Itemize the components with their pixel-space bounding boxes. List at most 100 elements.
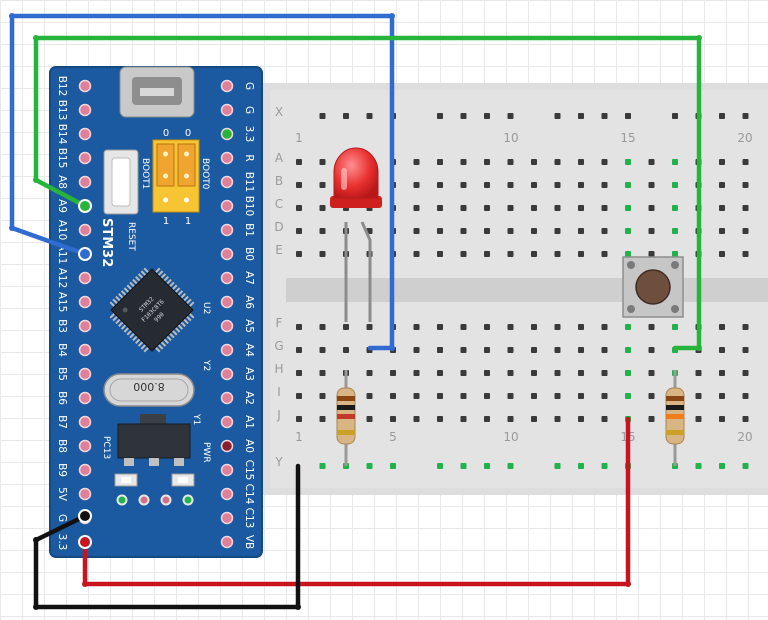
rail-hole[interactable]: [319, 463, 326, 469]
breadboard-hole[interactable]: [413, 251, 420, 257]
breadboard-hole[interactable]: [554, 347, 561, 353]
breadboard-hole[interactable]: [554, 393, 561, 399]
rail-hole[interactable]: [460, 113, 467, 119]
breadboard-hole[interactable]: [578, 182, 584, 188]
breadboard-hole[interactable]: [719, 159, 725, 165]
breadboard-hole[interactable]: [672, 228, 678, 234]
connected-pin-a9[interactable]: [78, 199, 92, 213]
breadboard-hole[interactable]: [531, 393, 537, 399]
breadboard-hole[interactable]: [601, 370, 608, 376]
breadboard-hole[interactable]: [484, 393, 490, 399]
breadboard-hole[interactable]: [531, 159, 537, 165]
breadboard-hole[interactable]: [484, 347, 490, 353]
breadboard-hole[interactable]: [648, 393, 655, 399]
breadboard-hole[interactable]: [625, 347, 631, 353]
header-pin[interactable]: [78, 487, 92, 501]
boot0-jumper[interactable]: [177, 143, 196, 187]
breadboard-hole[interactable]: [719, 228, 725, 234]
breadboard-hole[interactable]: [437, 205, 443, 211]
header-pin[interactable]: [220, 199, 234, 213]
header-pin[interactable]: [78, 79, 92, 93]
breadboard-hole[interactable]: [413, 228, 420, 234]
header-pin[interactable]: [220, 463, 234, 477]
breadboard-hole[interactable]: [742, 416, 749, 422]
breadboard-hole[interactable]: [437, 347, 443, 353]
rail-hole[interactable]: [484, 463, 490, 469]
breadboard-hole[interactable]: [460, 205, 467, 211]
breadboard-hole[interactable]: [319, 347, 326, 353]
breadboard-hole[interactable]: [625, 393, 631, 399]
breadboard-hole[interactable]: [554, 370, 561, 376]
breadboard-hole[interactable]: [531, 370, 537, 376]
breadboard-hole[interactable]: [484, 182, 490, 188]
breadboard-hole[interactable]: [296, 347, 302, 353]
rail-hole[interactable]: [507, 113, 514, 119]
breadboard-hole[interactable]: [437, 393, 443, 399]
header-pin[interactable]: [220, 511, 234, 525]
breadboard-hole[interactable]: [719, 347, 725, 353]
breadboard-hole[interactable]: [742, 182, 749, 188]
breadboard-hole[interactable]: [507, 324, 514, 330]
breadboard-hole[interactable]: [531, 324, 537, 330]
header-pin[interactable]: [220, 295, 234, 309]
breadboard-hole[interactable]: [319, 228, 326, 234]
breadboard-hole[interactable]: [648, 205, 655, 211]
breadboard-hole[interactable]: [625, 159, 631, 165]
breadboard-hole[interactable]: [601, 324, 608, 330]
breadboard-hole[interactable]: [672, 182, 678, 188]
breadboard-hole[interactable]: [366, 416, 373, 422]
breadboard-hole[interactable]: [296, 228, 302, 234]
breadboard-hole[interactable]: [531, 347, 537, 353]
breadboard-hole[interactable]: [319, 370, 326, 376]
breadboard-hole[interactable]: [460, 228, 467, 234]
breadboard-hole[interactable]: [484, 251, 490, 257]
red-wire[interactable]: [82, 416, 631, 587]
breadboard-hole[interactable]: [719, 370, 725, 376]
rail-hole[interactable]: [484, 113, 490, 119]
breadboard-hole[interactable]: [601, 251, 608, 257]
breadboard-hole[interactable]: [554, 416, 561, 422]
breadboard-hole[interactable]: [695, 370, 702, 376]
breadboard-hole[interactable]: [390, 370, 396, 376]
breadboard-hole[interactable]: [625, 228, 631, 234]
breadboard-hole[interactable]: [437, 182, 443, 188]
breadboard-hole[interactable]: [460, 324, 467, 330]
rail-hole[interactable]: [672, 113, 678, 119]
connected-pin-a11[interactable]: [78, 247, 92, 261]
breadboard-hole[interactable]: [625, 251, 631, 257]
breadboard-hole[interactable]: [695, 416, 702, 422]
breadboard-hole[interactable]: [601, 182, 608, 188]
breadboard-hole[interactable]: [296, 416, 302, 422]
header-pin[interactable]: [220, 343, 234, 357]
breadboard-hole[interactable]: [507, 370, 514, 376]
header-pin[interactable]: [220, 487, 234, 501]
breadboard-hole[interactable]: [413, 324, 420, 330]
header-pin[interactable]: [78, 343, 92, 357]
rail-hole[interactable]: [366, 463, 373, 469]
rail-hole[interactable]: [601, 113, 608, 119]
header-pin[interactable]: [78, 223, 92, 237]
breadboard-hole[interactable]: [648, 159, 655, 165]
rail-hole[interactable]: [742, 463, 749, 469]
breadboard-hole[interactable]: [578, 228, 584, 234]
breadboard-hole[interactable]: [719, 416, 725, 422]
breadboard-hole[interactable]: [319, 324, 326, 330]
rail-hole[interactable]: [554, 463, 561, 469]
breadboard-hole[interactable]: [531, 228, 537, 234]
breadboard-hole[interactable]: [672, 205, 678, 211]
header-pin[interactable]: [220, 127, 234, 141]
breadboard-hole[interactable]: [319, 251, 326, 257]
breadboard-hole[interactable]: [742, 228, 749, 234]
breadboard-hole[interactable]: [719, 251, 725, 257]
breadboard-hole[interactable]: [319, 159, 326, 165]
rail-hole[interactable]: [719, 113, 725, 119]
blue-wire[interactable]: [9, 13, 395, 351]
breadboard-hole[interactable]: [672, 251, 678, 257]
boot1-jumper[interactable]: [156, 143, 175, 187]
breadboard-hole[interactable]: [601, 416, 608, 422]
header-pin[interactable]: [78, 391, 92, 405]
rail-hole[interactable]: [554, 113, 561, 119]
rail-hole[interactable]: [578, 113, 584, 119]
breadboard-hole[interactable]: [648, 347, 655, 353]
breadboard-hole[interactable]: [437, 416, 443, 422]
